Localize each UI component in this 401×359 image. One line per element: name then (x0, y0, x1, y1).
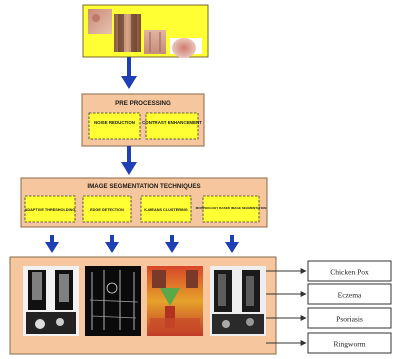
result-image-thresholding (23, 266, 79, 336)
input-image-2 (114, 14, 141, 52)
flow-arrow-morphology (225, 235, 239, 253)
output-eczema: Eczema (307, 283, 392, 305)
input-image-1 (88, 9, 112, 34)
method-edge-detection-label: EDGE DETECTION (90, 208, 124, 212)
step-label: NOISE REDUCTION (94, 120, 135, 125)
method-morphology-segmentation: MORPHOLOGY BASED IMAGE SEGMENTATION (196, 195, 267, 223)
method-morphology-segmentation-label: MORPHOLOGY BASED IMAGE SEGMENTATION (196, 206, 267, 210)
method-morphology-label-text: MORPHOLOGY BASED IMAGE SEGMENTATION (196, 206, 267, 210)
flow-arrow-kmeans (165, 235, 179, 253)
output-eczema-label: Eczema (338, 291, 362, 300)
output-ringworm-label: Ringworm (333, 340, 365, 349)
output-chicken-pox-label: Chicken Pox (330, 268, 369, 277)
flow-arrow-preprocessing-to-segmentation (121, 146, 137, 175)
flow-arrow-adaptive (45, 235, 59, 253)
segmentation-title: IMAGE SEGMENTATION TECHNIQUES (87, 183, 200, 190)
method-kmeans-clustering: K-MEANS CLUSTERING (140, 195, 192, 223)
method-kmeans-clustering-label: K-MEANS CLUSTERING (144, 208, 187, 212)
method-edge-detection: EDGE DETECTION (82, 195, 132, 223)
output-connectors (266, 268, 307, 346)
flow-arrows-segmentation-to-results (45, 235, 239, 253)
flow-arrow-edge (105, 235, 119, 253)
output-chicken-pox: Chicken Pox (307, 260, 392, 282)
input-image-3 (144, 30, 166, 54)
result-image-kmeans (147, 266, 203, 336)
step-contrast-enhancement: CONTRAST ENHANCEMENT (142, 112, 202, 140)
input-panel (82, 4, 209, 58)
method-adaptive-thresholding: ADAPTIVE THRESHOLDING (24, 195, 76, 223)
segmentation-box: IMAGE SEGMENTATION TECHNIQUES ADAPTIVE T… (20, 177, 268, 228)
method-adaptive-thresholding-label: ADAPTIVE THRESHOLDING (25, 208, 76, 212)
preprocessing-box: PRE PROCESSING NOISE REDUCTION CONTRAST … (81, 93, 205, 147)
output-ringworm: Ringworm (307, 332, 392, 354)
output-psoriasis: Psoriasis (307, 307, 392, 329)
step-contrast-enhancement-label: CONTRAST ENHANCEMENT (142, 120, 202, 125)
result-image-morphology (210, 266, 266, 336)
flow-arrow-input-to-preprocessing (121, 57, 137, 89)
output-labels: Chicken Pox Eczema Psoriasis Ringworm (307, 260, 392, 354)
input-image-4 (170, 38, 202, 58)
result-image-edge (85, 266, 141, 336)
step-noise-reduction: NOISE REDUCTION (88, 112, 141, 140)
step-label: CONTRAST ENHANCEMENT (142, 120, 202, 125)
results-panel (9, 256, 277, 355)
step-noise-reduction-label: NOISE REDUCTION (94, 120, 135, 125)
preprocessing-title: PRE PROCESSING (115, 100, 171, 107)
output-psoriasis-label: Psoriasis (336, 315, 363, 324)
